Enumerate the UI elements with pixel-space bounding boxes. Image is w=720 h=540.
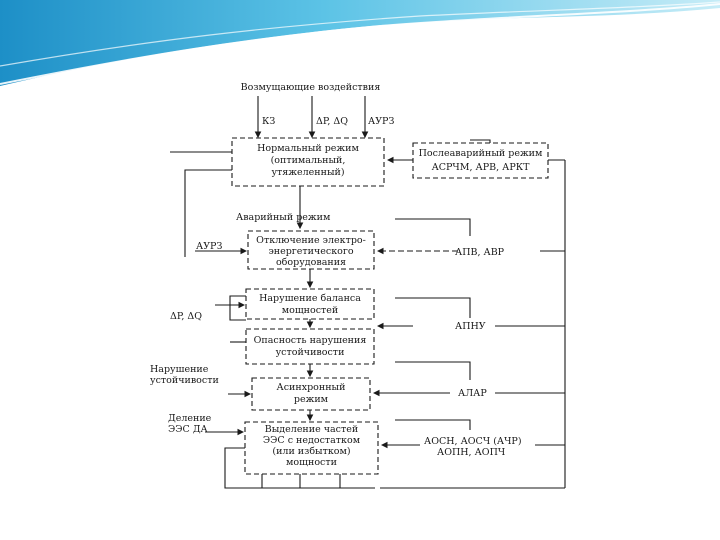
aurz-left-label: АУРЗ [196,241,222,252]
normal-mode-line-2: (оптимальный, [232,155,384,166]
parts-separation-line-1: Выделение частей [245,424,378,435]
parts-separation-line-2: ЭЭС с недостатком [245,435,378,446]
stability-loss-line-1: Нарушение [150,364,208,375]
parts-separation-line-4: мощности [245,457,378,468]
alar-label: АЛАР [458,388,487,399]
kz-input-label: КЗ [262,116,275,127]
stability-danger-line-2: устойчивости [246,347,374,358]
async-mode-line-2: режим [252,394,370,405]
stability-loss-line-2: устойчивости [150,375,219,386]
disturbances-label: Возмущающие воздействия [228,82,393,93]
dp-dq-input-label: ΔP, ΔQ [316,116,348,127]
stability-danger-line-1: Опасность нарушения [246,335,374,346]
apnu-label: АПНУ [455,321,486,332]
aosch-line-1: АОСН, АОСЧ (АЧР) [424,436,522,447]
normal-mode-line-3: утяжеленный) [232,167,384,178]
parts-separation-line-3: (или избытком) [245,446,378,457]
disconnection-line-1: Отключение электро- [248,235,374,246]
post-emergency-line-2: АСРЧМ, АРВ, АРКТ [413,162,548,173]
aosch-line-2: АОПН, АОПЧ [437,447,505,458]
aurz-input-label: АУРЗ [368,116,394,127]
division-line-1: Деление [168,413,211,424]
power-balance-line-1: Нарушение баланса [246,293,374,304]
disconnection-line-3: оборудования [248,257,374,268]
apv-avr-label: АПВ, АВР [455,247,504,258]
normal-mode-line-1: Нормальный режим [232,143,384,154]
power-balance-line-2: мощностей [246,305,374,316]
post-emergency-line-1: Послеаварийный режим [413,148,548,159]
division-line-2: ЭЭС ДА [168,424,208,435]
dp-dq-left-label: ΔP, ΔQ [170,311,202,322]
disconnection-line-2: энергетического [248,246,374,257]
emergency-mode-label: Аварийный режим [236,212,330,223]
async-mode-line-1: Асинхронный [252,382,370,393]
